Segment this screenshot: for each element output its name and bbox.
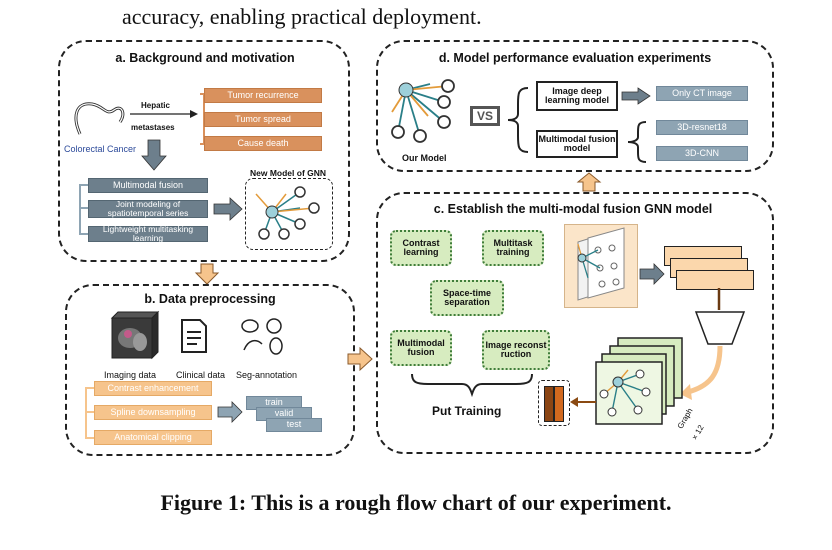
- output-bar-1: [544, 386, 554, 422]
- right-arrow-c: [639, 263, 665, 285]
- feature-layer-3: [676, 270, 754, 290]
- right-arrow-a: [213, 197, 243, 221]
- down-arrow-a: [141, 139, 167, 171]
- module-multimodal: Multimodal fusion: [390, 330, 452, 366]
- imaging-data-icon: [110, 310, 160, 360]
- module-multitask: Multitask training: [482, 230, 544, 266]
- vs-badge: VS: [470, 106, 500, 126]
- up-arrow-cd: [576, 172, 602, 192]
- clinical-data-icon: [181, 319, 207, 353]
- step-anatomical: Anatomical clipping: [94, 430, 212, 445]
- training-brace: [411, 373, 533, 398]
- outcome-connector: [130, 93, 208, 145]
- compare-multimodal: Multimodal fusion model: [536, 130, 618, 158]
- right-arrow-b: [217, 401, 243, 423]
- gnn-box: [245, 178, 333, 250]
- imaging-data-label: Imaging data: [104, 370, 157, 380]
- module-image-reconstruction: Image reconstruction: [482, 330, 550, 370]
- cancer-label: Colorectal Cancer: [64, 144, 137, 154]
- output-box: [538, 380, 570, 426]
- method-lightweight: Lightweight multitasking learning: [88, 225, 208, 242]
- module-contrast: Contrast learning: [390, 230, 452, 266]
- our-model-label: Our Model: [402, 153, 447, 163]
- panel-a-title: a. Background and motivation: [115, 51, 295, 65]
- output-bar-2: [554, 386, 564, 422]
- clinical-data-label: Clinical data: [176, 370, 226, 380]
- arrow-to-ct: [621, 87, 651, 105]
- method-multimodal-fusion: Multimodal fusion: [88, 178, 208, 193]
- steps-bracket: [85, 387, 94, 439]
- input-volume-icon: [577, 227, 625, 301]
- outcome-cause-death: Cause death: [204, 136, 322, 151]
- gnn-label: New Model of GNN: [248, 168, 329, 178]
- graph-stack-icon: [595, 337, 683, 425]
- funnel-shape: [694, 311, 746, 345]
- result-3d-cnn: 3D-CNN: [656, 146, 748, 161]
- gnn-graph-icon: [255, 186, 320, 240]
- connector-line: [717, 288, 721, 310]
- outcome-tumor-spread: Tumor spread: [204, 112, 322, 127]
- panel-d-title: d. Model performance evaluation experime…: [438, 51, 712, 65]
- outcome-tumor-recurrence: Tumor recurrence: [204, 88, 322, 103]
- step-spline: Spline downsampling: [94, 405, 212, 420]
- top-text: accuracy, enabling practical deployment.: [122, 4, 482, 29]
- result-only-ct: Only CT image: [656, 86, 748, 101]
- compare-brace: [507, 87, 529, 153]
- split-test: test: [266, 418, 322, 432]
- panel-c-title: c. Establish the multi-modal fusion GNN …: [433, 202, 713, 216]
- hepatic-label: Hepatic: [141, 101, 170, 110]
- our-model-icon: [391, 79, 455, 143]
- seg-annotation-icon: [241, 318, 283, 355]
- compare-image-dl: Image deep learning model: [536, 81, 618, 111]
- put-training-label: Put Training: [432, 404, 502, 418]
- left-arrow-c: [570, 397, 596, 407]
- down-arrow-ab: [194, 263, 220, 285]
- panel-b-title: b. Data preprocessing: [144, 292, 276, 306]
- curved-arrow: [680, 345, 723, 400]
- seg-annotation-label: Seg-annotation: [236, 370, 298, 380]
- colon-icon: [74, 102, 125, 135]
- result-3d-resnet18: 3D-resnet18: [656, 120, 748, 135]
- method-joint-modeling: Joint modeling of spatiotemporal series: [88, 200, 208, 218]
- metastases-label: metastases: [131, 123, 175, 132]
- module-space-time: Space-time separation: [430, 280, 504, 316]
- step-contrast: Contrast enhancement: [94, 381, 212, 396]
- results-brace: [627, 121, 647, 163]
- figure-caption: Figure 1: This is a rough flow chart of …: [160, 490, 672, 515]
- right-arrow-bc: [347, 346, 373, 372]
